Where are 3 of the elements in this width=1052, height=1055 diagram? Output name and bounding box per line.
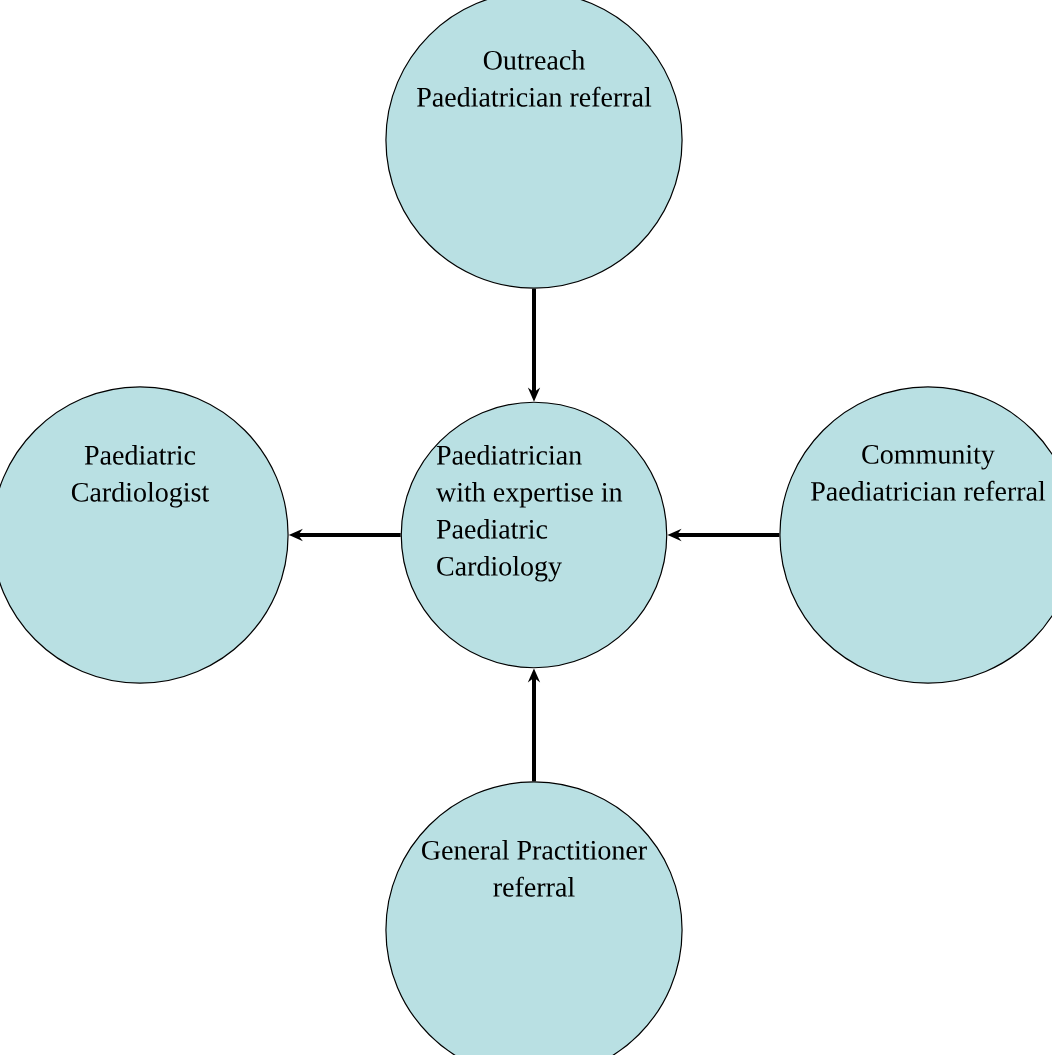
circle-node: Paediatrician with expertise in Paediatric Cardiology bbox=[400, 401, 668, 669]
circle-node: General Practitioner referral bbox=[385, 781, 683, 1055]
circle-node: Community Paediatrician referral bbox=[779, 386, 1052, 684]
